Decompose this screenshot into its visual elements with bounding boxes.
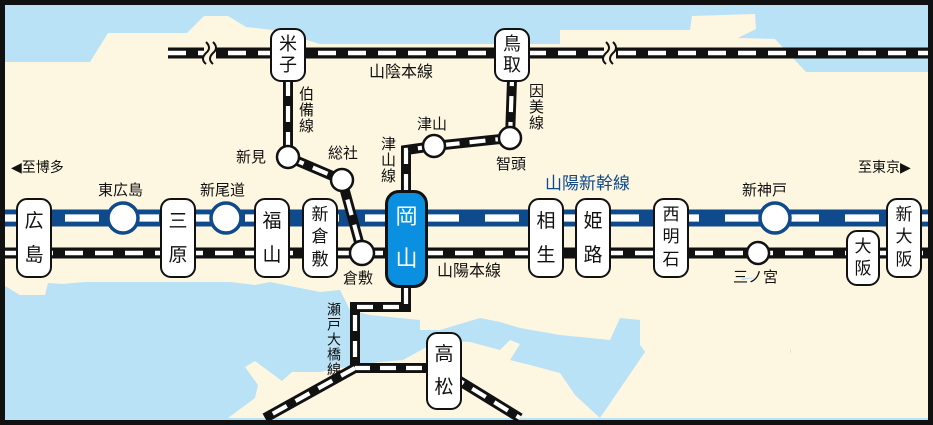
- station-osaka[interactable]: 大阪: [846, 230, 880, 286]
- line-break-icon: [609, 41, 617, 65]
- station-marker-soja: [329, 167, 355, 193]
- station-label-chizu: 智頭: [496, 155, 527, 173]
- station-shin-osaka[interactable]: 新大阪: [886, 198, 922, 278]
- station-label-niimi: 新見: [236, 148, 267, 166]
- tracks: [5, 41, 928, 423]
- line-label-sanyo-main: 山陽本線: [437, 261, 502, 280]
- station-fukuyama[interactable]: 福山: [254, 198, 290, 278]
- line-break-icon: [602, 41, 610, 65]
- station-label-shin-onomichi: 新尾道: [200, 181, 246, 199]
- station-label-soja: 総社: [328, 144, 359, 162]
- station-label-higashi-hiroshima: 東広島: [98, 181, 144, 199]
- station-marker-sannomiya: [745, 240, 771, 266]
- station-okayama[interactable]: 岡山: [385, 190, 428, 288]
- station-yonago[interactable]: 米子: [270, 28, 306, 82]
- track-hakubi-dash: [285, 80, 365, 254]
- land-awaji: [600, 292, 748, 418]
- station-marker-chizu: [497, 125, 523, 151]
- land-hyogo-coast: [870, 300, 928, 345]
- track-yosan-west-dash: [263, 366, 357, 420]
- station-hiroshima[interactable]: 広島: [16, 198, 52, 278]
- station-label-sannomiya: 三ノ宮: [733, 268, 779, 286]
- station-aioi[interactable]: 相生: [528, 198, 564, 278]
- station-marker-kurashiki: [348, 239, 376, 267]
- station-label-kurashiki: 倉敷: [343, 269, 374, 287]
- land-bay-fill: [742, 272, 795, 300]
- direction-west: ◀至博多: [11, 160, 64, 176]
- station-nishi-akashi[interactable]: 西明石: [653, 198, 689, 278]
- station-himeji[interactable]: 姫路: [575, 198, 611, 278]
- line-break-icon: [202, 41, 210, 65]
- station-takamatsu[interactable]: 高松: [426, 332, 462, 410]
- line-break-icon: [209, 41, 217, 65]
- line-label-inbi: 因美線: [527, 83, 545, 131]
- station-tottori[interactable]: 鳥取: [494, 28, 530, 82]
- line-label-tsuyama: 津山線: [379, 136, 397, 184]
- station-label-shin-kobe: 新神戸: [742, 181, 788, 199]
- station-marker-shin-kobe: [758, 201, 792, 235]
- station-label-tsuyama: 津山: [417, 115, 448, 133]
- line-break-gap-0: [204, 41, 216, 65]
- direction-east: 至東京▶: [858, 160, 911, 176]
- line-label-san-in-main: 山陰本線: [369, 62, 434, 81]
- line-label-sanyo-shinkansen: 山陽新幹線: [545, 174, 630, 194]
- track-tsuyama-dash: [403, 135, 511, 190]
- station-shin-kurashiki[interactable]: 新倉敷: [302, 198, 338, 278]
- station-marker-tsuyama: [421, 133, 447, 159]
- land-shikoku: [228, 340, 600, 418]
- station-marker-higashi-hiroshima: [106, 201, 140, 235]
- station-marker-niimi: [275, 144, 301, 170]
- station-marker-shin-onomichi: [209, 201, 243, 235]
- line-break-gap-1: [604, 41, 616, 65]
- line-label-hakubi: 伯備線: [297, 86, 315, 134]
- station-mihara[interactable]: 三原: [160, 198, 196, 278]
- track-seto-ohashi-dash: [352, 288, 440, 371]
- line-label-seto-ohashi: 瀬戸大橋線: [325, 302, 341, 377]
- land-east: [660, 340, 928, 418]
